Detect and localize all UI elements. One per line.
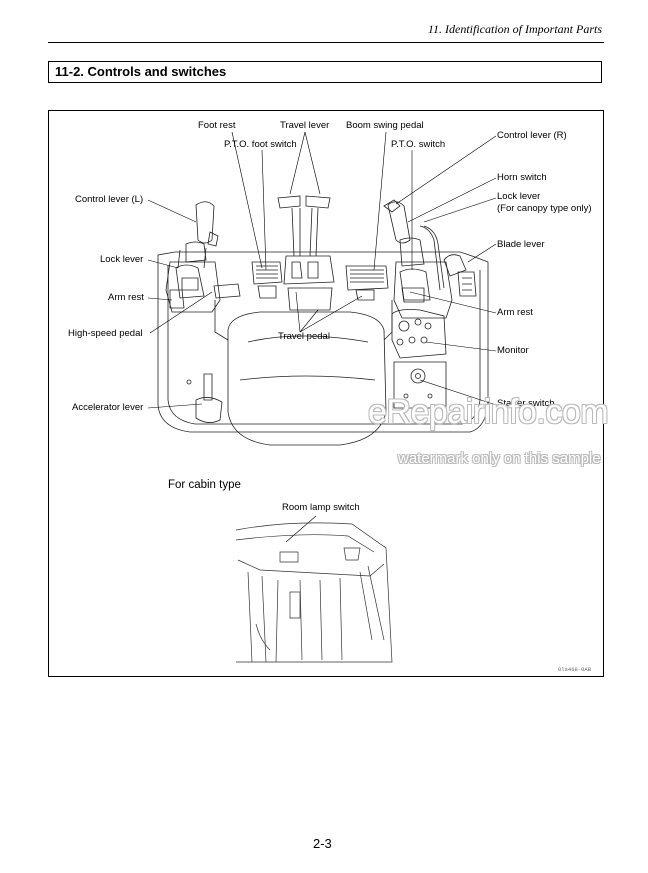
label-boom-swing-pedal: Boom swing pedal (346, 120, 424, 131)
label-room-lamp-switch: Room lamp switch (282, 502, 360, 513)
label-control-lever-l: Control lever (L) (75, 194, 144, 205)
label-pto-switch: P.T.O. switch (391, 139, 446, 150)
label-lock-lever-r: Lock lever (497, 191, 541, 202)
label-starter-switch: Starter switch (497, 398, 555, 409)
label-horn-switch: Horn switch (497, 172, 547, 183)
watermark-site: eRepairinfo.com (368, 393, 609, 431)
label-accelerator-lever: Accelerator lever (72, 402, 144, 413)
watermark-note: watermark only on this sample (398, 450, 601, 467)
label-blade-lever: Blade lever (497, 239, 545, 250)
label-travel-pedal: Travel pedal (278, 331, 330, 342)
label-monitor: Monitor (497, 345, 529, 356)
label-arm-rest-l: Arm rest (108, 292, 144, 303)
running-header: 11. Identification of Important Parts (427, 22, 602, 36)
label-lock-lever-l: Lock lever (100, 254, 144, 265)
page-number: 2-3 (313, 836, 332, 851)
cabin-type-caption: For cabin type (168, 479, 241, 491)
label-lock-lever-r-note: (For canopy type only) (497, 203, 592, 214)
header-rule (48, 42, 604, 43)
section-title: 11-2. Controls and switches (55, 64, 227, 79)
figure-code: 0ls468-0AB (558, 666, 592, 673)
label-travel-lever: Travel lever (280, 120, 330, 131)
label-foot-rest: Foot rest (198, 120, 236, 131)
label-pto-foot-switch: P.T.O. foot switch (224, 139, 297, 150)
label-high-speed-pedal: High-speed pedal (68, 328, 143, 339)
figure-frame (48, 110, 604, 677)
section-heading-box: 11-2. Controls and switches (48, 61, 602, 83)
label-control-lever-r: Control lever (R) (497, 130, 567, 141)
label-arm-rest-r: Arm rest (497, 307, 533, 318)
